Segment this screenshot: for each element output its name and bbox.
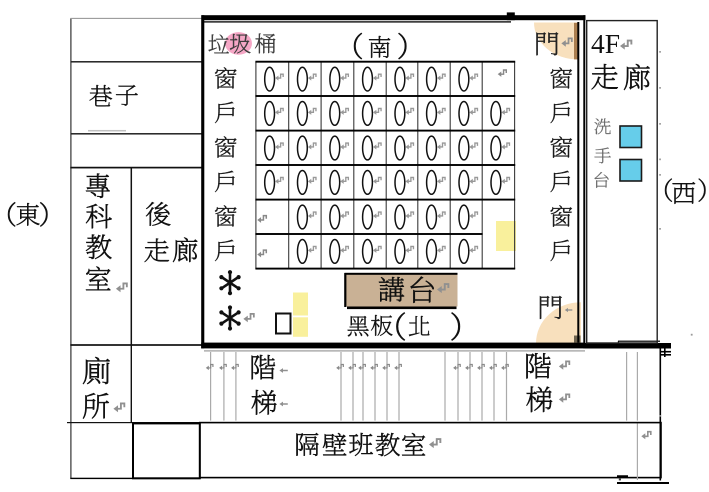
- svg-text:4F: 4F: [591, 28, 620, 59]
